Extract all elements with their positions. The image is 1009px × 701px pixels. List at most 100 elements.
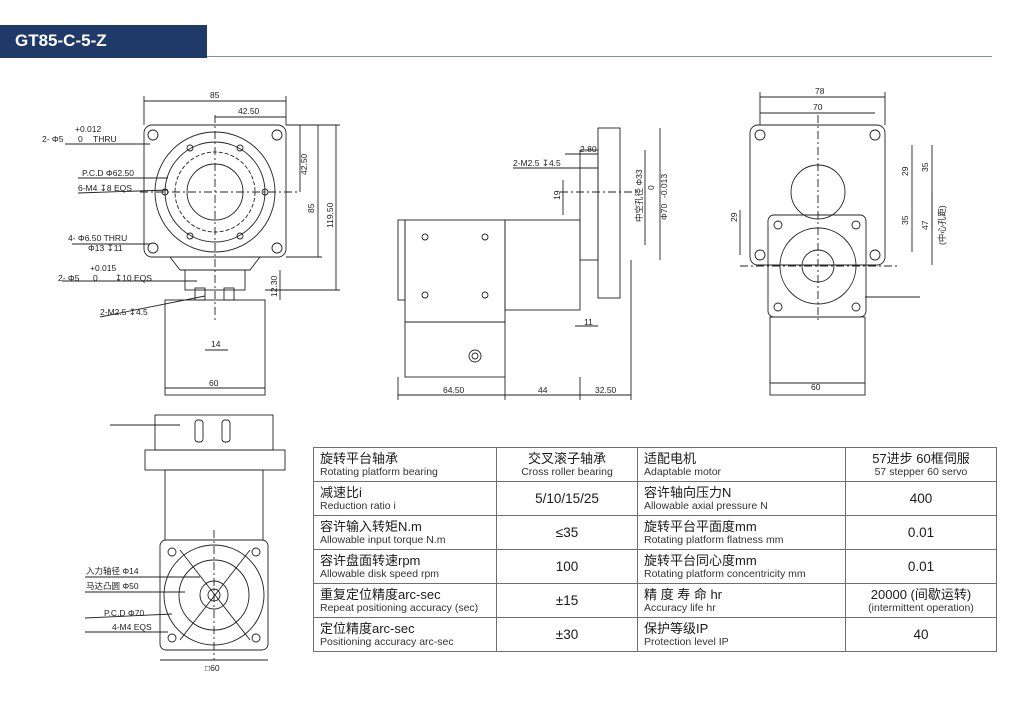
dim-2-80: 2.80 xyxy=(580,144,597,154)
dim-60-right: 60 xyxy=(811,382,821,392)
dim-center-label: (中心孔距) xyxy=(937,205,947,245)
spec-text-en: 57 stepper 60 servo xyxy=(874,465,968,478)
spec-text-zh: 容许盘面转速rpm xyxy=(320,552,421,568)
model-title: GT85-C-5-Z xyxy=(0,25,207,56)
spec-value-cell: ±30 xyxy=(496,617,638,652)
spec-value-cell: 20000 (间歇运转)(intermittent operation) xyxy=(845,583,997,618)
dim-bore: 中空孔径 Φ33 xyxy=(634,169,644,222)
spec-text-zh: 旋转平台同心度mm xyxy=(644,552,757,568)
spec-text-zh: 精 度 寿 命 hr xyxy=(644,586,723,602)
dim-64-50: 64.50 xyxy=(443,385,465,395)
dim-c13: Φ13 ↧11 xyxy=(88,243,123,253)
dim-70-tol-bot: -0.013 xyxy=(659,174,669,198)
spec-text-zh: 重复定位精度arc-sec xyxy=(320,586,441,602)
front-view xyxy=(62,96,340,396)
dim-pin-tol-top: +0.015 xyxy=(90,263,117,273)
spec-value-cell: 0.01 xyxy=(845,515,997,550)
dim-pcd-70: P.C.D Φ70 xyxy=(104,608,144,618)
dim-m4-eqs: 6-M4 ↧8 EQS xyxy=(78,183,132,193)
spec-text-zh: 减速比i xyxy=(320,484,362,500)
spec-text-en: Protection level IP xyxy=(644,635,729,648)
spec-value-cell: 100 xyxy=(496,549,638,584)
dim-thru: THRU xyxy=(93,134,117,144)
dim-19: 19 xyxy=(552,190,562,200)
dim-32-50: 32.50 xyxy=(595,385,617,395)
dim-60-front: 60 xyxy=(209,378,219,388)
spec-text-zh: 20000 (间歇运转) xyxy=(870,586,972,602)
dim-42-50-vert: 42.50 xyxy=(299,153,309,175)
spec-text-en: Repeat positioning accuracy (sec) xyxy=(320,601,479,614)
spec-text-zh: 容许轴向压力N xyxy=(644,484,732,500)
dim-pin-depth: ↧10 EQS xyxy=(115,273,152,283)
spec-value-cell: 40 xyxy=(845,617,997,652)
bottom-view xyxy=(84,414,286,661)
spec-text-en: Rotating platform flatness mm xyxy=(644,533,784,546)
dim-12-30: 12.30 xyxy=(269,275,279,297)
dim-pcd-62-50: P.C.D Φ62.50 xyxy=(82,168,134,178)
dim-78: 78 xyxy=(815,86,825,96)
dim-42-50-top: 42.50 xyxy=(238,106,260,116)
dim-119-50: 119.50 xyxy=(325,202,335,228)
dim-thru-tol-bot: 0 xyxy=(78,134,83,144)
spec-text-en: Positioning accuracy arc-sec xyxy=(320,635,454,648)
dim-70-tol-top: 0 xyxy=(646,185,656,190)
spec-text-en: (intermittent operation) xyxy=(868,601,974,614)
dim-85-top: 85 xyxy=(210,90,220,100)
spec-text-en: Reduction ratio i xyxy=(320,499,396,512)
dim-70: Φ70 xyxy=(659,203,669,220)
header-rule-accent xyxy=(0,56,207,58)
dim-35-b: 35 xyxy=(900,215,910,225)
spec-text-en: Rotating platform bearing xyxy=(320,465,438,478)
dim-thru-label: 2- Φ5 xyxy=(42,134,64,144)
side-view xyxy=(397,127,661,400)
spec-value-cell: ±15 xyxy=(496,583,638,618)
dim-70-right: 70 xyxy=(813,102,823,112)
spec-text-zh: 交叉滚子轴承 xyxy=(527,450,606,466)
spec-value-cell: 400 xyxy=(845,481,997,516)
spec-text-en: Allowable axial pressure N xyxy=(644,499,768,512)
dim-thru-tol-top: +0.012 xyxy=(75,124,102,134)
dim-11: 11 xyxy=(584,317,593,327)
dim-35-a: 35 xyxy=(920,162,930,172)
spec-value-cell: ≤35 xyxy=(496,515,638,550)
dim-input-shaft: 入力轴径 Φ14 xyxy=(86,566,139,576)
spec-value-cell: 5/10/15/25 xyxy=(496,481,638,516)
spec-text-en: Accuracy life hr xyxy=(644,601,716,614)
dim-47: 47 xyxy=(920,220,930,230)
spec-text-zh: 57进步 60框伺服 xyxy=(872,450,970,466)
dim-pin-tol-bot: 0 xyxy=(93,273,98,283)
spec-text-zh: 定位精度arc-sec xyxy=(320,620,415,636)
spec-text-zh: 旋转平台平面度mm xyxy=(644,518,757,534)
spec-text-en: Allowable input torque N.m xyxy=(320,533,446,546)
spec-text-zh: 保护等级IP xyxy=(644,620,709,636)
dim-4-m4: 4-M4 EQS xyxy=(112,622,152,632)
right-view xyxy=(739,92,933,396)
dim-sq-60: □60 xyxy=(205,663,220,673)
dim-44: 44 xyxy=(538,385,548,395)
dim-m2-5: 2-M2.5 ↧4.5 xyxy=(100,307,148,317)
spec-text-zh: 适配电机 xyxy=(644,450,697,466)
spec-text-en: Rotating platform concentricity mm xyxy=(644,567,806,580)
dim-29-b: 29 xyxy=(729,212,739,222)
